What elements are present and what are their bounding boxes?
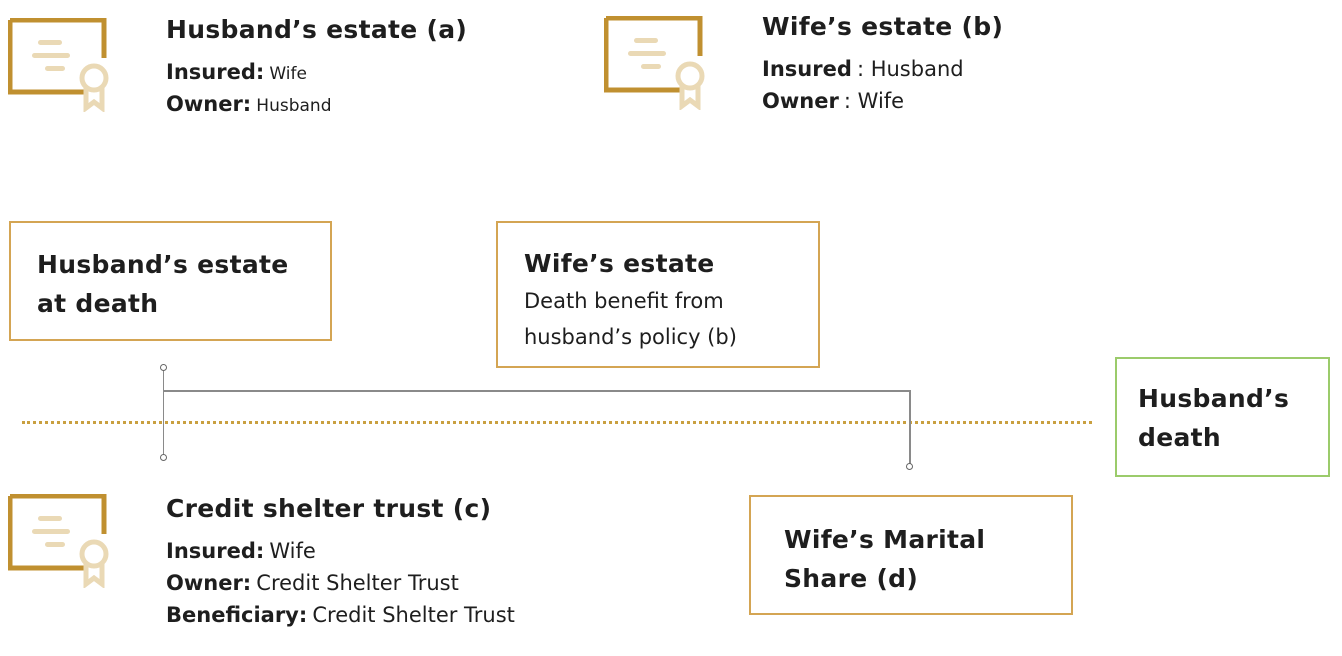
marital-share-box: Wife’s Marital Share (d) — [749, 495, 1073, 615]
beneficiary-label: Beneficiary: — [166, 603, 308, 627]
policy-c: Credit shelter trust (c) Insured: Wife O… — [166, 494, 515, 635]
connector-endpoint — [160, 364, 167, 371]
box-line: Death benefit from — [524, 289, 724, 313]
policy-c-title: Credit shelter trust (c) — [166, 494, 492, 523]
policy-a-title: Husband’s estate (a) — [166, 15, 468, 44]
timeline-dotted-line — [22, 421, 1092, 424]
certificate-icon — [8, 18, 109, 112]
box-line: Wife’s Marital — [784, 525, 986, 554]
box-line: husband’s policy (b) — [524, 325, 737, 349]
owner-value: Husband — [256, 96, 332, 116]
policy-b: Wife’s estate (b) Insured : Husband Owne… — [762, 12, 1003, 121]
insured-value: Wife — [269, 64, 307, 84]
box-title: Wife’s estate — [524, 249, 715, 278]
certificate-icon — [604, 16, 705, 110]
box-line: at death — [37, 289, 159, 318]
husband-estate-box: Husband’s estate at death — [9, 221, 332, 341]
box-line: death — [1138, 423, 1221, 452]
owner-value: : Wife — [843, 89, 905, 113]
insured-label: Insured: — [166, 60, 265, 84]
box-line: Share (d) — [784, 564, 919, 593]
owner-label: Owner: — [166, 92, 252, 116]
owner-label: Owner — [762, 89, 839, 113]
connector-line — [163, 390, 910, 392]
policy-b-title: Wife’s estate (b) — [762, 12, 1004, 41]
connector-endpoint — [160, 454, 167, 461]
box-line: Husband’s — [1138, 384, 1290, 413]
insured-value: : Husband — [856, 57, 964, 81]
certificate-icon — [8, 494, 109, 588]
box-line: Husband’s estate — [37, 250, 289, 279]
beneficiary-value: Credit Shelter Trust — [312, 603, 515, 627]
insured-value: Wife — [269, 539, 316, 563]
connector-line — [909, 390, 911, 467]
connector-endpoint — [906, 463, 913, 470]
insured-label: Insured — [762, 57, 852, 81]
policy-a: Husband’s estate (a) Insured: Wife Owner… — [166, 15, 467, 124]
wife-estate-box: Wife’s estate Death benefit from husband… — [496, 221, 820, 368]
owner-value: Credit Shelter Trust — [256, 571, 459, 595]
connector-line — [163, 369, 164, 458]
owner-label: Owner: — [166, 571, 252, 595]
husband-death-box: Husband’s death — [1115, 357, 1330, 477]
insured-label: Insured: — [166, 539, 265, 563]
